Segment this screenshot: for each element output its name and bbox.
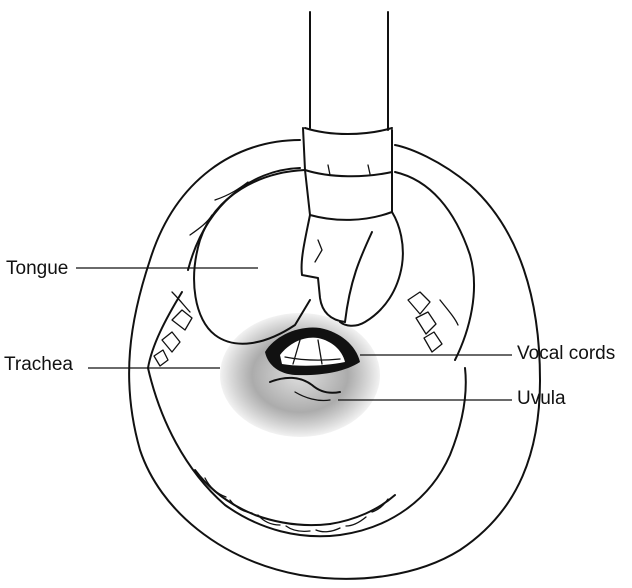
upper-right-teeth: [408, 292, 442, 352]
trachea-label: Trachea: [4, 355, 73, 374]
upper-left-teeth: [154, 310, 192, 366]
laryngoscope: [302, 12, 403, 326]
vocal-cords-label: Vocal cords: [517, 344, 615, 363]
tongue-label: Tongue: [6, 259, 68, 278]
uvula-label: Uvula: [517, 389, 566, 408]
